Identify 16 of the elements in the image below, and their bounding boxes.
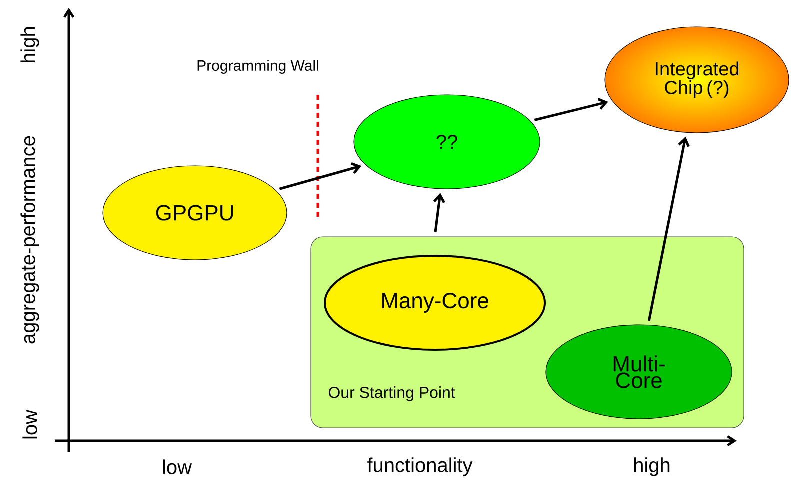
arrow [534,98,608,122]
arrow [433,193,446,232]
arrow [279,162,362,190]
axis-label: high [634,458,670,476]
axis-label: low [22,410,38,439]
ellipse-node: Integrated Chip (?) [604,26,790,134]
axis-label: functionality [367,458,473,476]
wall-label: Programming Wall [198,60,318,74]
ellipse-node: GPGPU [102,166,288,260]
ellipse-node: ?? [354,94,540,190]
axis-label: low [163,460,192,474]
axis-label: aggregate-performance [20,136,40,344]
arrow [648,136,690,322]
axis-label: high [20,27,40,63]
ellipse-node: Multi-Core [546,324,732,420]
ellipse-node: Many-Core [324,255,546,351]
